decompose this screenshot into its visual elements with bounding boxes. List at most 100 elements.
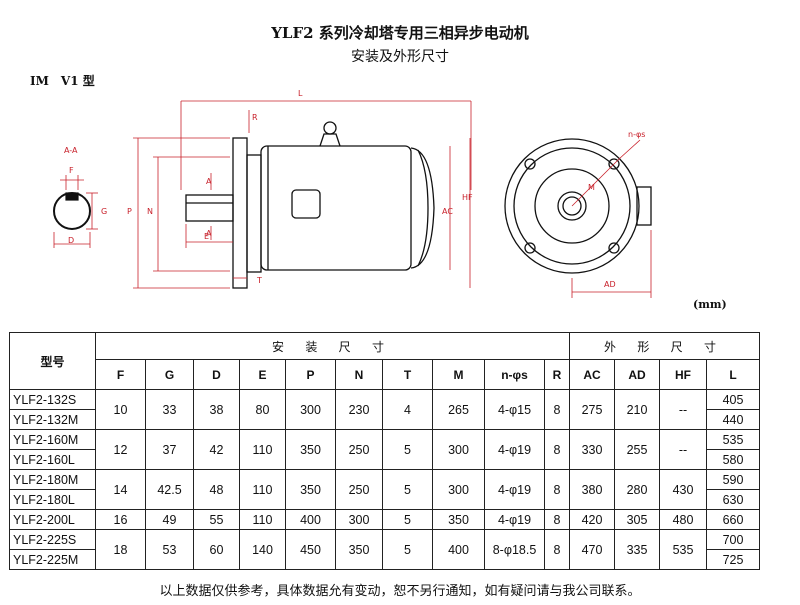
cell-r: 8	[544, 509, 570, 530]
cell-hf: --	[659, 429, 707, 470]
model-cell: YLF2-132M	[9, 409, 96, 430]
table-row: YLF2-200L 16 49 55 110 400 300 5 350 4-φ…	[9, 509, 760, 530]
column-header: G	[145, 359, 194, 390]
label-f: F	[69, 166, 74, 175]
cell-ac: 470	[569, 529, 615, 570]
cell-e: 110	[239, 509, 286, 530]
cell-n: 230	[335, 389, 383, 430]
table-row: YLF2-225M 725	[9, 549, 760, 570]
unit-label: (mm)	[693, 298, 727, 311]
cell-ns: 4-φ15	[484, 389, 545, 430]
cell-f: 14	[95, 469, 146, 510]
cell-n: 250	[335, 429, 383, 470]
model-cell: YLF2-225M	[9, 549, 96, 570]
label-p: P	[127, 207, 132, 216]
cell-l: 630	[706, 489, 760, 510]
cell-g: 49	[145, 509, 194, 530]
column-header: HF	[659, 359, 707, 390]
model-cell: YLF2-180L	[9, 489, 96, 510]
cell-ad: 280	[614, 469, 660, 510]
cell-r: 8	[544, 389, 570, 430]
cell-p: 350	[285, 469, 336, 510]
label-n: N	[147, 207, 153, 216]
label-d: D	[68, 236, 74, 245]
shaft-section-view	[53, 192, 91, 230]
cell-g: 37	[145, 429, 194, 470]
label-m: M	[588, 183, 595, 192]
cell-e: 110	[239, 469, 286, 510]
label-ac: AC	[442, 207, 453, 216]
cell-p: 350	[285, 429, 336, 470]
cell-t: 4	[382, 389, 433, 430]
model-cell: YLF2-132S	[9, 389, 96, 410]
cell-t: 5	[382, 469, 433, 510]
label-l: L	[298, 89, 303, 98]
cell-m: 300	[432, 469, 485, 510]
model-cell: YLF2-225S	[9, 529, 96, 550]
cell-l: 725	[706, 549, 760, 570]
model-cell: YLF2-200L	[9, 509, 96, 530]
header-model: 型号	[9, 332, 96, 390]
mount-type-label: IM V1 型	[30, 74, 95, 88]
label-hf: HF	[462, 193, 473, 202]
column-header: D	[193, 359, 240, 390]
cell-f: 16	[95, 509, 146, 530]
header-install-group: 安 装 尺 寸	[95, 332, 570, 360]
cell-hf: 430	[659, 469, 707, 510]
column-header: AD	[614, 359, 660, 390]
column-header: R	[544, 359, 570, 390]
cell-r: 8	[544, 429, 570, 470]
cell-n: 250	[335, 469, 383, 510]
cell-f: 10	[95, 389, 146, 430]
cell-l: 590	[706, 469, 760, 490]
cell-g: 33	[145, 389, 194, 430]
cell-ns: 4-φ19	[484, 469, 545, 510]
table-row: YLF2-225S 18 53 60 140 450 350 5 400 8-φ…	[9, 529, 760, 570]
cell-hf: 480	[659, 509, 707, 530]
model-cell: YLF2-160M	[9, 429, 96, 450]
cell-l: 580	[706, 449, 760, 470]
cell-t: 5	[382, 429, 433, 470]
cell-l: 440	[706, 409, 760, 430]
column-header: T	[382, 359, 433, 390]
document-subtitle: 安装及外形尺寸	[351, 49, 449, 65]
cell-d: 55	[193, 509, 240, 530]
table-row: YLF2-160M 12 37 42 110 350 250 5 300 4-φ…	[9, 429, 760, 470]
table-row: YLF2-180M 14 42.5 48 110 350 250 5 300 4…	[9, 469, 760, 510]
cell-m: 300	[432, 429, 485, 470]
column-header: AC	[569, 359, 615, 390]
cell-ad: 255	[614, 429, 660, 470]
label-section-a-top: A	[206, 177, 212, 186]
cell-d: 38	[193, 389, 240, 430]
cell-r: 8	[544, 469, 570, 510]
motor-side-view	[185, 121, 435, 289]
model-cell: YLF2-180M	[9, 469, 96, 490]
column-header: F	[95, 359, 146, 390]
cell-ns: 8-φ18.5	[484, 529, 545, 570]
cell-d: 48	[193, 469, 240, 510]
table-row: YLF2-160L 580	[9, 449, 760, 470]
cell-ac: 420	[569, 509, 615, 530]
cell-ad: 210	[614, 389, 660, 430]
cell-g: 53	[145, 529, 194, 570]
table-row: YLF2-132M 440	[9, 409, 760, 430]
cell-e: 110	[239, 429, 286, 470]
cell-t: 5	[382, 529, 433, 570]
column-header: P	[285, 359, 336, 390]
cell-ac: 330	[569, 429, 615, 470]
cell-m: 350	[432, 509, 485, 530]
cell-ac: 380	[569, 469, 615, 510]
cell-l: 405	[706, 389, 760, 410]
label-section-aa: A-A	[64, 146, 78, 155]
label-n-phi-s: n-φs	[628, 130, 645, 139]
table-row: YLF2-132S 10 33 38 80 300 230 4 265 4-φ1…	[9, 389, 760, 430]
cell-p: 300	[285, 389, 336, 430]
column-header: M	[432, 359, 485, 390]
cell-f: 12	[95, 429, 146, 470]
cell-d: 42	[193, 429, 240, 470]
label-e: E	[204, 232, 209, 241]
cell-e: 80	[239, 389, 286, 430]
cell-n: 300	[335, 509, 383, 530]
header-outline-group: 外 形 尺 寸	[569, 332, 760, 360]
column-header: N	[335, 359, 383, 390]
